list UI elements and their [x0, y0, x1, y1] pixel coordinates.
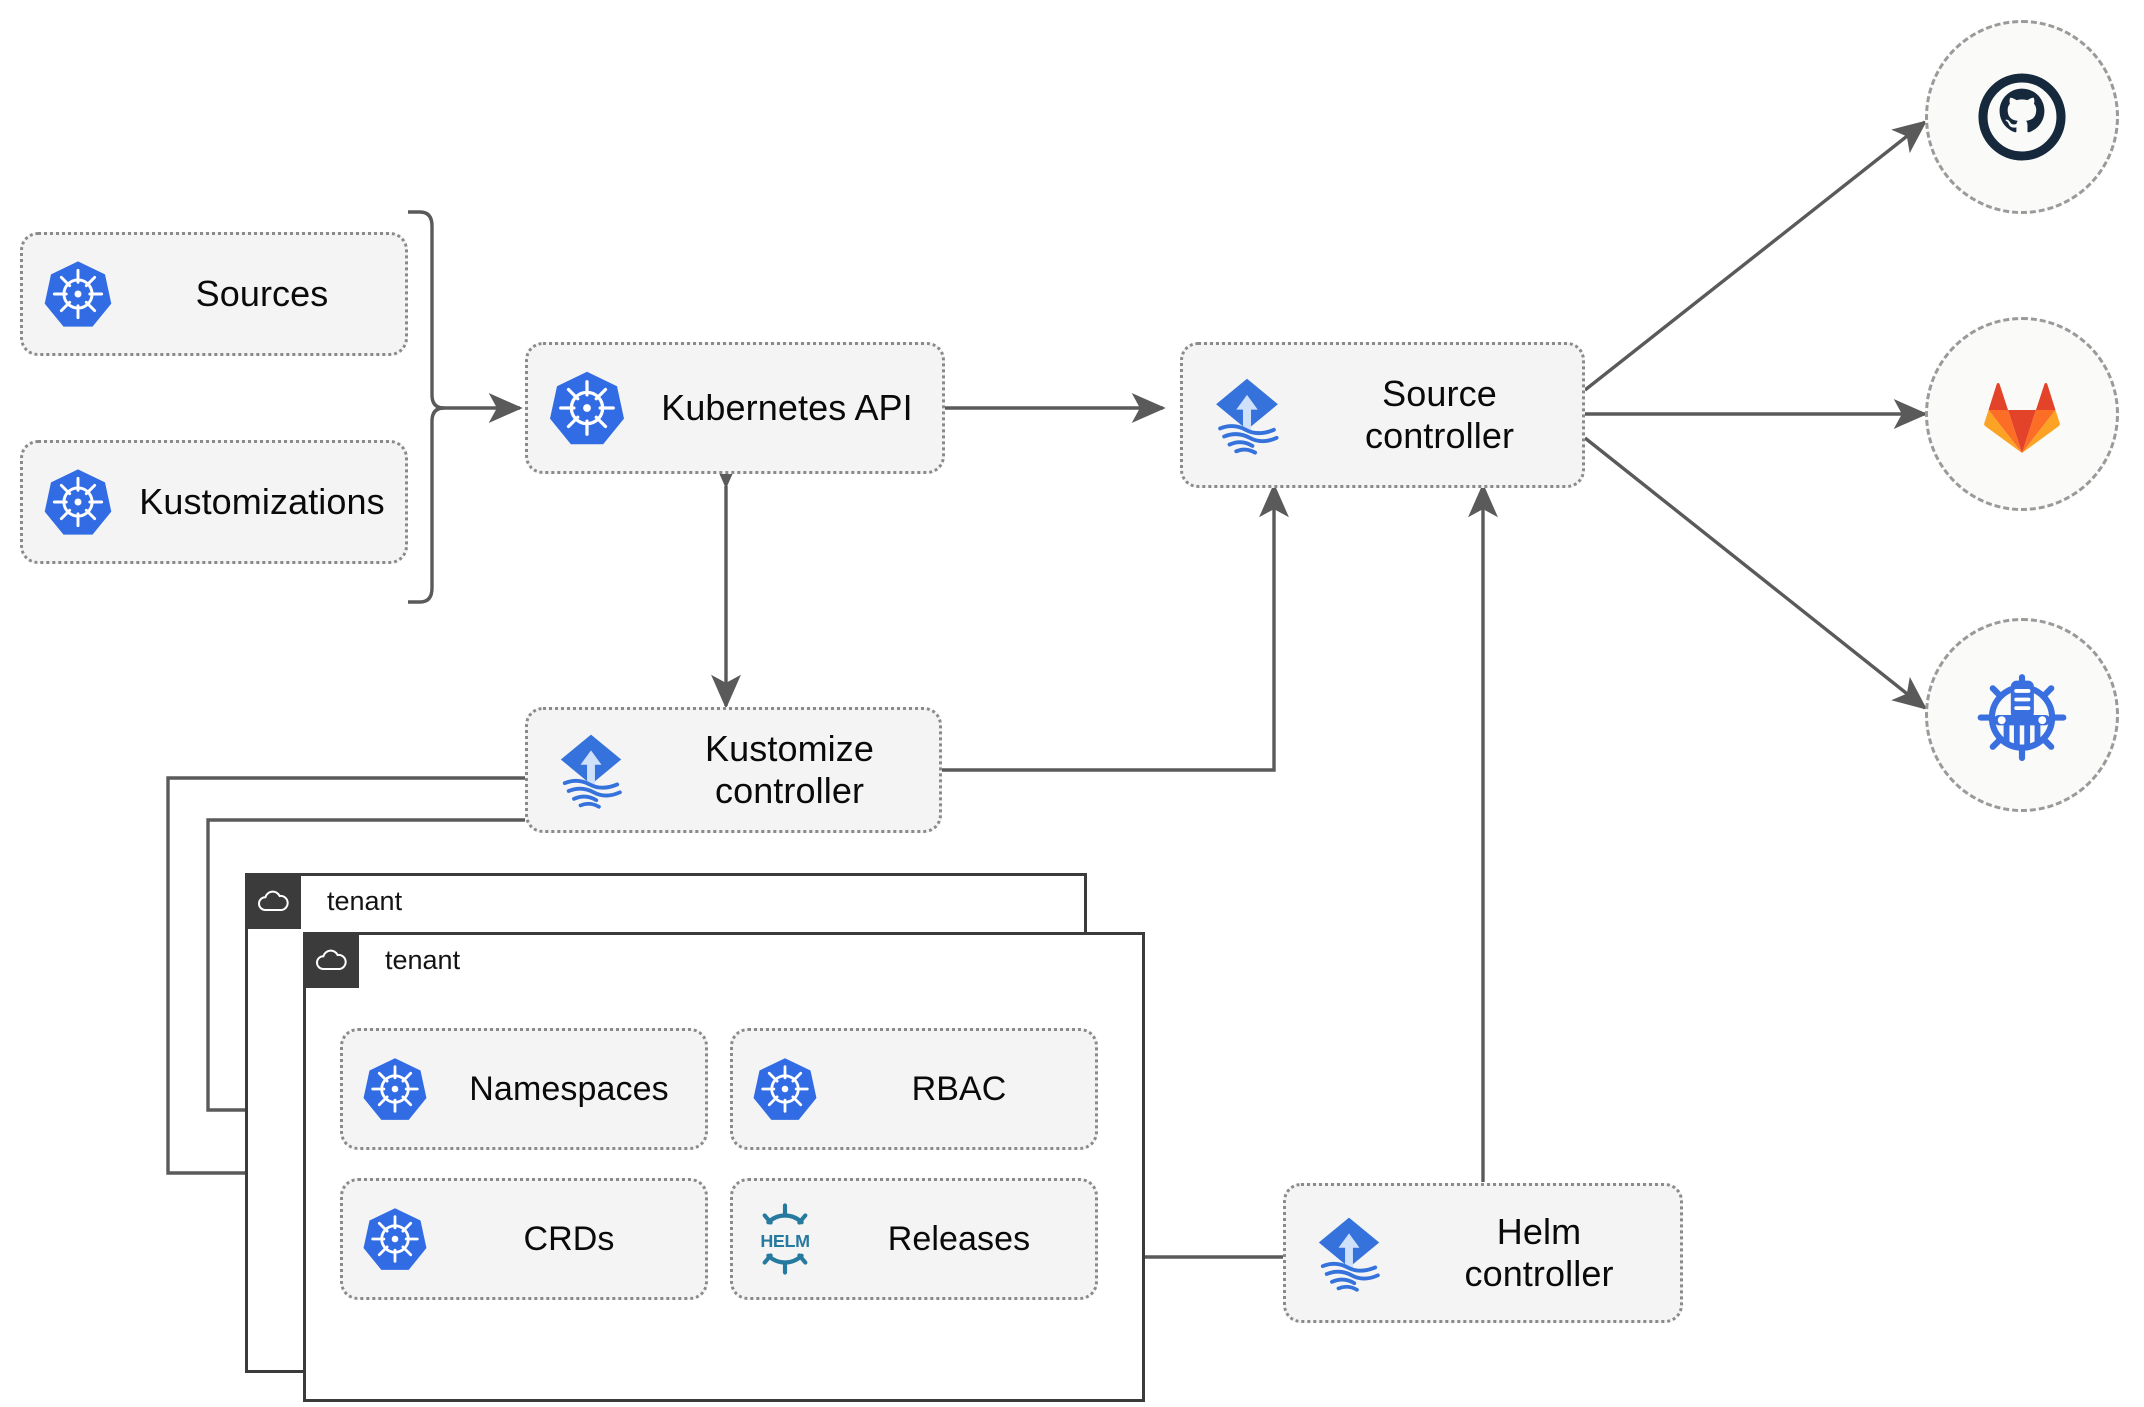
kubernetes-icon: [23, 258, 133, 330]
bracket-top-arm: [408, 210, 445, 410]
edge-source-registry: [1583, 436, 1928, 710]
node-crds[interactable]: CRDs: [340, 1178, 708, 1300]
gitlab-icon: [1984, 383, 2060, 453]
node-label: Kustomizations: [139, 480, 385, 522]
node-sources[interactable]: Sources: [20, 232, 408, 356]
flux-icon: [1183, 372, 1311, 458]
kubernetes-icon: [23, 466, 133, 538]
node-kustomizations[interactable]: Kustomizations: [20, 440, 408, 564]
svg-text:HELM: HELM: [760, 1231, 809, 1251]
helm-icon: HELM: [733, 1202, 837, 1276]
node-source-controller[interactable]: Source controller: [1180, 342, 1585, 488]
helm-registry-icon: [1977, 674, 2067, 762]
node-rbac[interactable]: RBAC: [730, 1028, 1098, 1150]
node-releases[interactable]: HELM Releases: [730, 1178, 1098, 1300]
endpoint-gitlab[interactable]: [1925, 317, 2119, 511]
github-icon: [1978, 73, 2066, 161]
edge-kustomize-source: [942, 483, 1289, 772]
endpoint-registry[interactable]: [1925, 618, 2119, 812]
tenant-label: tenant: [327, 885, 403, 916]
node-label: CRDs: [523, 1219, 615, 1258]
kubernetes-icon: [528, 368, 646, 448]
node-label: Kustomize controller: [705, 727, 874, 811]
flux-icon: [1286, 1211, 1412, 1295]
node-label: Releases: [887, 1219, 1031, 1258]
node-label: Sources: [195, 272, 329, 314]
node-label: Source controller: [1364, 372, 1515, 456]
node-namespaces[interactable]: Namespaces: [340, 1028, 708, 1150]
node-label: Namespaces: [469, 1069, 669, 1108]
kubernetes-icon: [343, 1055, 447, 1123]
kubernetes-icon: [733, 1055, 837, 1123]
endpoint-github[interactable]: [1925, 20, 2119, 214]
node-label: RBAC: [911, 1069, 1007, 1108]
node-kubernetes-api[interactable]: Kubernetes API: [525, 342, 945, 474]
cloud-icon: [303, 932, 359, 988]
edge-source-github: [1583, 120, 1928, 392]
tenant-label: tenant: [385, 944, 461, 975]
kubernetes-icon: [343, 1205, 447, 1273]
node-label: Helm controller: [1464, 1210, 1614, 1294]
tenant-header: tenant: [245, 873, 402, 929]
bracket-bottom-arm: [408, 406, 445, 604]
flux-icon: [528, 728, 654, 812]
node-label: Kubernetes API: [661, 386, 913, 428]
tenant-container-front[interactable]: tenant: [303, 932, 1145, 1402]
node-helm-controller[interactable]: Helm controller: [1283, 1183, 1683, 1323]
cloud-icon: [245, 873, 301, 929]
node-kustomize-controller[interactable]: Kustomize controller: [525, 707, 942, 833]
tenant-header: tenant: [303, 932, 460, 988]
